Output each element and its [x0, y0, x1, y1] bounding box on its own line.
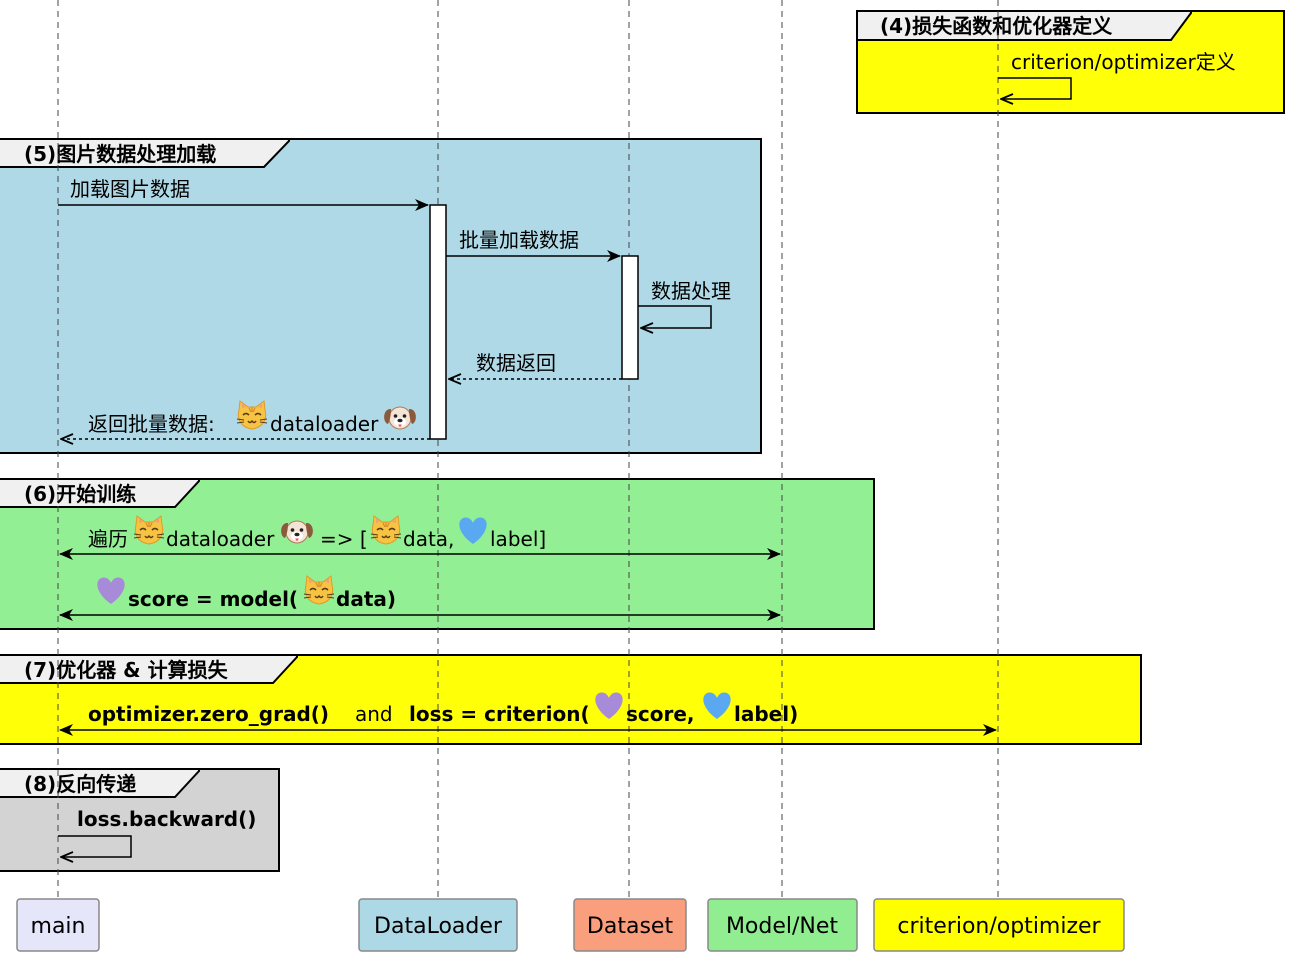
msg-process-label: 数据处理 — [651, 279, 731, 303]
participant-criterion-label: criterion/optimizer — [897, 914, 1101, 939]
participant-main-label: main — [31, 914, 86, 939]
frame-6-tab — [0, 478, 200, 508]
participant-model-label: Model/Net — [726, 914, 838, 939]
msg-load-images-label: 加载图片数据 — [70, 177, 190, 201]
participant-dataset[interactable]: Dataset — [573, 898, 687, 952]
msg-return-batch-label-a: 返回批量数据: — [88, 412, 215, 436]
msg-opt-label-e: label) — [734, 702, 798, 726]
activation-dataloader — [429, 204, 447, 440]
lifeline-overlay — [57, 0, 999, 899]
msg-iterate-label-b: dataloader — [166, 527, 275, 551]
msg-iterate: 遍历 dataloader => [ data, label] — [59, 515, 781, 560]
frame-5-tab — [0, 138, 290, 168]
frame-8-title: (8)反向传递 — [24, 772, 136, 796]
msg-process: 数据处理 — [638, 279, 731, 328]
frame-8-tab — [0, 768, 200, 798]
participant-criterion[interactable]: criterion/optimizer — [873, 898, 1125, 952]
participant-main-box[interactable] — [16, 898, 100, 952]
msg-optimizer-loss: optimizer.zero_grad() and loss = criteri… — [59, 692, 997, 736]
frame-4: (4)损失函数和优化器定义 — [856, 10, 1285, 114]
msg-opt-label-b: and — [355, 702, 393, 726]
msg-backward-label: loss.backward() — [77, 807, 256, 831]
msg-load-images: 加载图片数据 — [58, 177, 429, 211]
msg-return-batch-label-b: dataloader — [270, 412, 379, 436]
participant-dataloader-box[interactable] — [358, 898, 518, 952]
frame-7-title: (7)优化器 & 计算损失 — [24, 658, 229, 682]
frame-6-title: (6)开始训练 — [24, 482, 136, 506]
participant-model[interactable]: Model/Net — [707, 898, 858, 952]
msg-criterion-define-label: criterion/optimizer定义 — [1011, 50, 1236, 74]
msg-return-data-label: 数据返回 — [476, 351, 556, 375]
participant-model-box[interactable] — [707, 898, 858, 952]
msg-backward: loss.backward() — [58, 807, 256, 857]
frame-5-title: (5)图片数据处理加载 — [24, 142, 216, 166]
msg-batch-load-label: 批量加载数据 — [459, 228, 579, 252]
msg-criterion-define-arrow — [998, 77, 1072, 99]
msg-score: score = model( data) — [59, 575, 781, 621]
msg-process-arrow — [638, 305, 712, 328]
participant-dataloader[interactable]: DataLoader — [358, 898, 518, 952]
msg-return-data: 数据返回 — [449, 351, 622, 379]
msg-criterion-define: criterion/optimizer定义 — [998, 50, 1236, 99]
msg-opt-label-c: loss = criterion( — [409, 702, 590, 726]
activation-dataset — [621, 255, 639, 380]
msg-iterate-label-e: label] — [490, 527, 546, 551]
msg-iterate-label-c: => [ — [320, 527, 368, 551]
participant-criterion-box[interactable] — [873, 898, 1125, 952]
frame-4-title: (4)损失函数和优化器定义 — [880, 14, 1112, 38]
participant-dataset-label: Dataset — [587, 914, 674, 939]
participant-dataset-box[interactable] — [573, 898, 687, 952]
frame-8: (8)反向传递 — [0, 768, 280, 872]
msg-iterate-label-d: data, — [403, 527, 454, 551]
frame-4-tab — [856, 10, 1192, 41]
msg-opt-label-d: score, — [626, 702, 695, 726]
msg-score-label-a: score = model( — [128, 587, 298, 611]
participant-dataloader-label: DataLoader — [374, 914, 503, 939]
msg-return-batch: 返回批量数据: dataloader — [61, 400, 430, 439]
participant-main[interactable]: main — [16, 898, 100, 952]
msg-score-label-b: data) — [336, 587, 396, 611]
msg-batch-load: 批量加载数据 — [446, 228, 621, 262]
frame-7-tab — [0, 654, 298, 684]
msg-iterate-label-a: 遍历 — [88, 527, 128, 551]
msg-backward-arrow — [58, 835, 132, 857]
msg-opt-label-a: optimizer.zero_grad() — [88, 702, 329, 726]
